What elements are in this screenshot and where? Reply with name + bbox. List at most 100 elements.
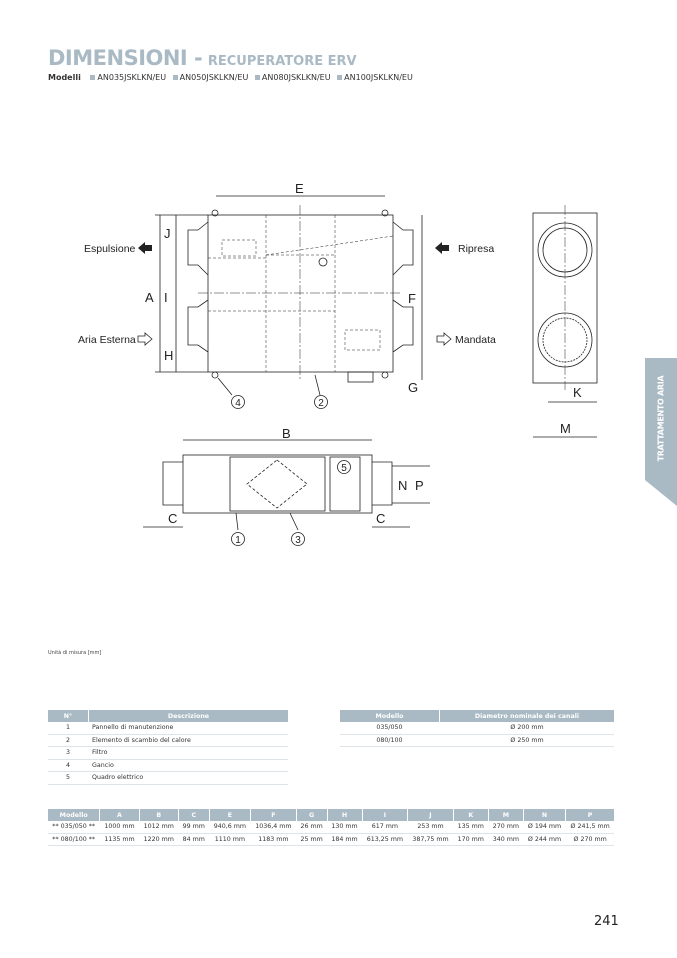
page-title: DIMENSIONI - RECUPERATORE ERV <box>48 46 357 70</box>
label-N: N <box>398 478 407 493</box>
model: AN050JSKLKN/EU <box>179 73 249 82</box>
label-E: E <box>295 181 304 196</box>
cell: 26 mm <box>295 821 328 834</box>
callout-4-icon <box>231 395 245 409</box>
label-G: G <box>408 380 418 395</box>
cell: 035/050 <box>340 722 440 735</box>
callout-1-icon <box>231 532 245 546</box>
callout-4: 4 <box>235 398 241 409</box>
col-header: Modello <box>340 710 440 722</box>
flow-ripresa: Ripresa <box>458 243 494 255</box>
cell: 2 <box>48 734 89 747</box>
callout-2: 2 <box>318 398 324 409</box>
cell: ** 035/050 ** <box>48 821 100 834</box>
section-tab-label: TRATTAMENTO ARIA <box>656 375 666 461</box>
bullet-icon <box>172 75 178 80</box>
bottom-view <box>143 439 430 531</box>
cell: 1012 mm <box>138 821 179 834</box>
cell: Ø 194 mm <box>522 821 566 834</box>
models-line: Modelli AN035JSKLKN/EU AN050JSKLKN/EU AN… <box>48 73 413 82</box>
callout-3-icon <box>291 532 305 546</box>
cell: 1220 mm <box>138 833 179 846</box>
bullet-icon <box>337 75 343 80</box>
cell: 135 mm <box>452 821 489 834</box>
col-header: M <box>487 809 524 821</box>
label-P: P <box>415 478 424 493</box>
flow-aria-esterna: Aria Esterna <box>78 334 136 346</box>
cell: 1036,4 mm <box>250 821 297 834</box>
top-view <box>155 195 423 396</box>
col-header: K <box>452 809 489 821</box>
cell: 1 <box>48 722 89 735</box>
label-C: C <box>168 511 177 526</box>
arrow-left-solid-icon <box>138 242 152 254</box>
col-header: P <box>565 809 614 821</box>
col-header: E <box>208 809 251 821</box>
label-M: M <box>560 421 571 436</box>
col-header: N° <box>48 710 89 722</box>
cell: 940,6 mm <box>208 821 251 834</box>
dimension-drawing: E A I J H F G K M B N P C C Espulsione R… <box>78 181 598 546</box>
cell: 1183 mm <box>250 833 297 846</box>
cell: Gancio <box>88 759 288 772</box>
cell: Quadro elettrico <box>88 771 288 785</box>
arrow-right-outline-icon <box>436 332 452 346</box>
cell: Elemento di scambio del calore <box>88 734 288 747</box>
label-K: K <box>573 385 582 400</box>
cell: 1110 mm <box>208 833 251 846</box>
flow-mandata: Mandata <box>455 334 496 346</box>
callout-1: 1 <box>235 535 241 546</box>
cell: Ø 244 mm <box>522 833 566 846</box>
flow-espulsione: Espulsione <box>84 243 136 255</box>
cell: Ø 270 mm <box>565 833 614 846</box>
cell: ** 080/100 ** <box>48 833 100 846</box>
callout-5: 5 <box>341 463 347 474</box>
side-view <box>532 205 598 438</box>
page-number: 241 <box>594 914 619 929</box>
label-B: B <box>282 426 291 441</box>
col-header: Modello <box>48 809 100 821</box>
section-tab <box>645 358 677 506</box>
col-header: H <box>326 809 363 821</box>
cell: 253 mm <box>407 821 454 834</box>
models-label: Modelli <box>48 73 81 82</box>
label-J: J <box>164 226 171 241</box>
col-header: Diametro nominale dei canali <box>439 710 614 722</box>
bullet-icon <box>90 75 96 80</box>
title-sub: RECUPERATORE ERV <box>207 54 357 69</box>
cell: 170 mm <box>452 833 489 846</box>
label-A: A <box>145 290 154 305</box>
model: AN100JSKLKN/EU <box>344 73 413 82</box>
model: AN035JSKLKN/EU <box>97 73 167 82</box>
cell: 613,25 mm <box>361 833 408 846</box>
cell: 25 mm <box>295 833 328 846</box>
cell: 130 mm <box>326 821 363 834</box>
cell: Ø 200 mm <box>439 722 614 735</box>
cell: 99 mm <box>177 821 210 834</box>
col-header: C <box>177 809 210 821</box>
callout-3: 3 <box>295 535 301 546</box>
section-tab-label-wrap: TRATTAMENTO ARIA <box>645 358 677 478</box>
col-header: N <box>522 809 566 821</box>
cell: 340 mm <box>487 833 524 846</box>
cell: 387,75 mm <box>407 833 454 846</box>
arrow-left-solid-icon <box>435 242 449 254</box>
callout-5-icon <box>337 460 351 474</box>
cell: 1000 mm <box>99 821 140 834</box>
callout-2-icon <box>314 395 328 409</box>
label-F: F <box>408 291 416 306</box>
cell: 1135 mm <box>99 833 140 846</box>
cell: 184 mm <box>326 833 363 846</box>
